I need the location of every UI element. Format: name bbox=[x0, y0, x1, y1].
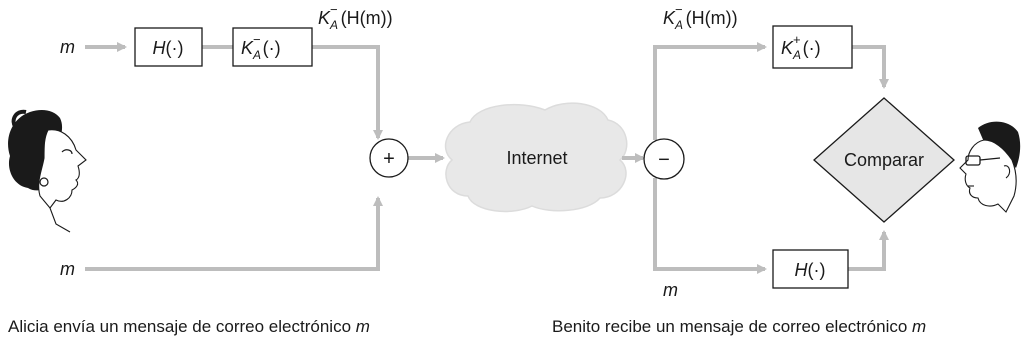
hash-box-sender: H(·) bbox=[134, 27, 203, 67]
input-m-bottom: m bbox=[60, 259, 75, 279]
wire-minus-to-hash bbox=[653, 178, 767, 274]
receiver-wires bbox=[622, 42, 889, 274]
split-operator: − bbox=[643, 138, 685, 180]
plus-symbol: + bbox=[383, 148, 395, 170]
wire-hash-to-compare bbox=[848, 230, 889, 271]
signed-hash-label-sender: KA−(H(m)) bbox=[318, 2, 393, 32]
receiver-caption: Benito recibe un mensaje de correo elect… bbox=[552, 317, 926, 336]
wire-minus-to-verify bbox=[653, 42, 767, 140]
minus-symbol: − bbox=[658, 149, 670, 171]
signed-hash-label-receiver: KA−(H(m)) bbox=[663, 2, 738, 32]
internet-cloud: Internet bbox=[444, 102, 628, 213]
hash-box-receiver-label: H(·) bbox=[795, 260, 826, 280]
input-m-top: m bbox=[60, 37, 75, 57]
sender-caption: Alicia envía un mensaje de correo electr… bbox=[8, 317, 370, 336]
sign-box-label: KA−(·) bbox=[241, 32, 281, 62]
sign-box: KA−(·) bbox=[232, 27, 313, 67]
compare-diamond: Comparar bbox=[813, 97, 955, 223]
hash-box-sender-label: H(·) bbox=[153, 38, 184, 58]
wire-verify-to-compare bbox=[852, 45, 889, 89]
wire-sign-to-plus bbox=[312, 45, 383, 140]
compare-label: Comparar bbox=[844, 150, 924, 170]
alice-face-icon bbox=[8, 109, 87, 233]
wire-m-bottom-to-plus bbox=[85, 196, 383, 271]
verify-box-label: KA+(·) bbox=[781, 32, 821, 62]
sender-wires bbox=[85, 42, 445, 271]
verify-box: KA+(·) bbox=[772, 25, 853, 69]
hash-box-receiver: H(·) bbox=[772, 249, 849, 289]
bob-face-icon bbox=[959, 121, 1021, 213]
combine-operator: + bbox=[369, 138, 409, 178]
receiver-m-label: m bbox=[663, 280, 678, 300]
internet-label: Internet bbox=[506, 148, 567, 168]
